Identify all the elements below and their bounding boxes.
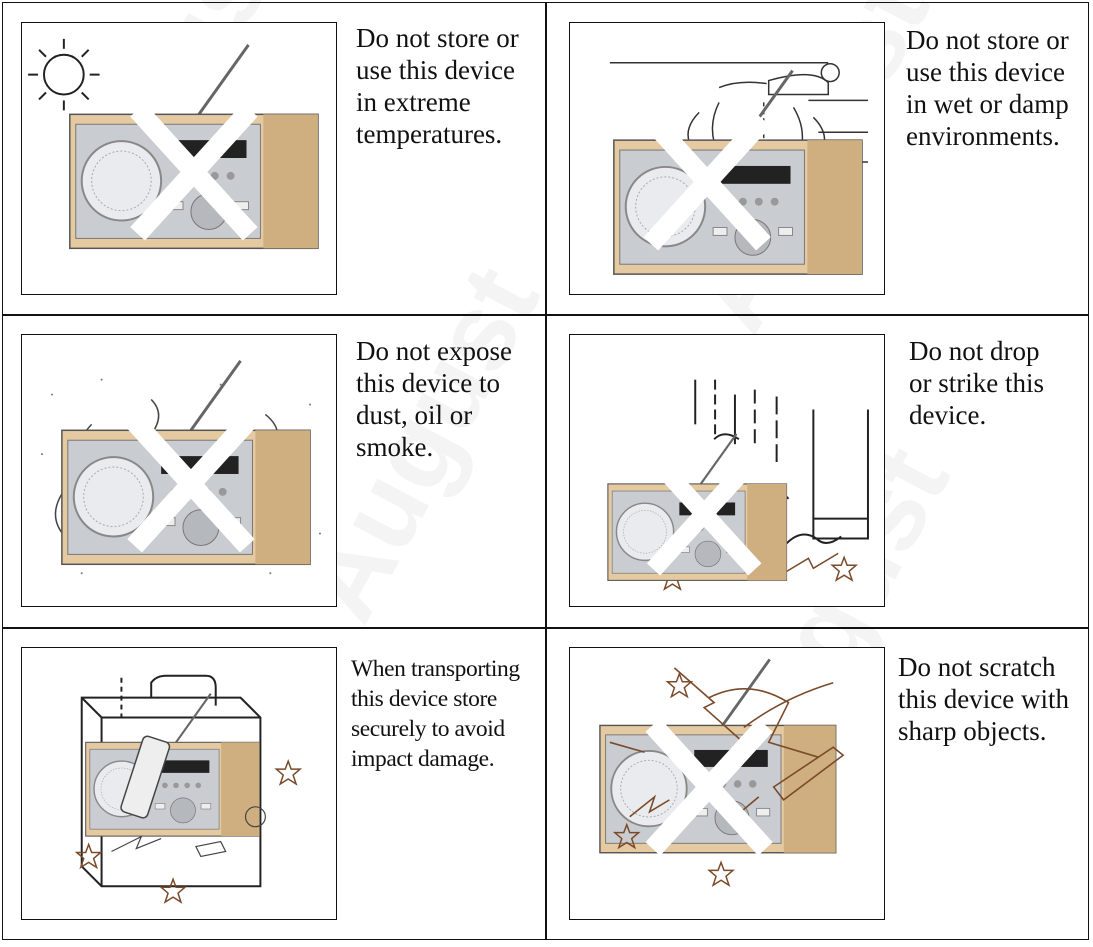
caption-text: Do not drop or strike this device. xyxy=(909,336,1044,430)
illustration-frame xyxy=(569,647,885,920)
caption-text: When transporting this device store secu… xyxy=(351,656,520,772)
illustration-frame xyxy=(21,22,337,295)
radio-in-case-icon xyxy=(76,674,301,903)
radio-under-tap-icon xyxy=(609,61,868,276)
radio-scratched-icon xyxy=(598,658,845,886)
illustration-frame xyxy=(21,334,337,607)
caption-text: Do not store or use this device in wet o… xyxy=(906,25,1069,151)
radio-dropped-icon xyxy=(606,379,869,590)
table-divider xyxy=(2,627,1089,629)
illustration-frame xyxy=(21,647,337,920)
caption-text: Do not store or use this device in extre… xyxy=(356,23,519,149)
illustration-frame xyxy=(569,22,885,295)
caption-text: Do not expose this device to dust, oil o… xyxy=(356,336,512,462)
table-divider xyxy=(545,2,547,940)
illustration-frame xyxy=(569,334,885,607)
radio-under-sun-icon xyxy=(28,38,320,250)
radio-in-dust-icon xyxy=(41,359,321,575)
caption-text: Do not scratch this device with sharp ob… xyxy=(898,652,1069,746)
table-divider xyxy=(2,314,1089,316)
